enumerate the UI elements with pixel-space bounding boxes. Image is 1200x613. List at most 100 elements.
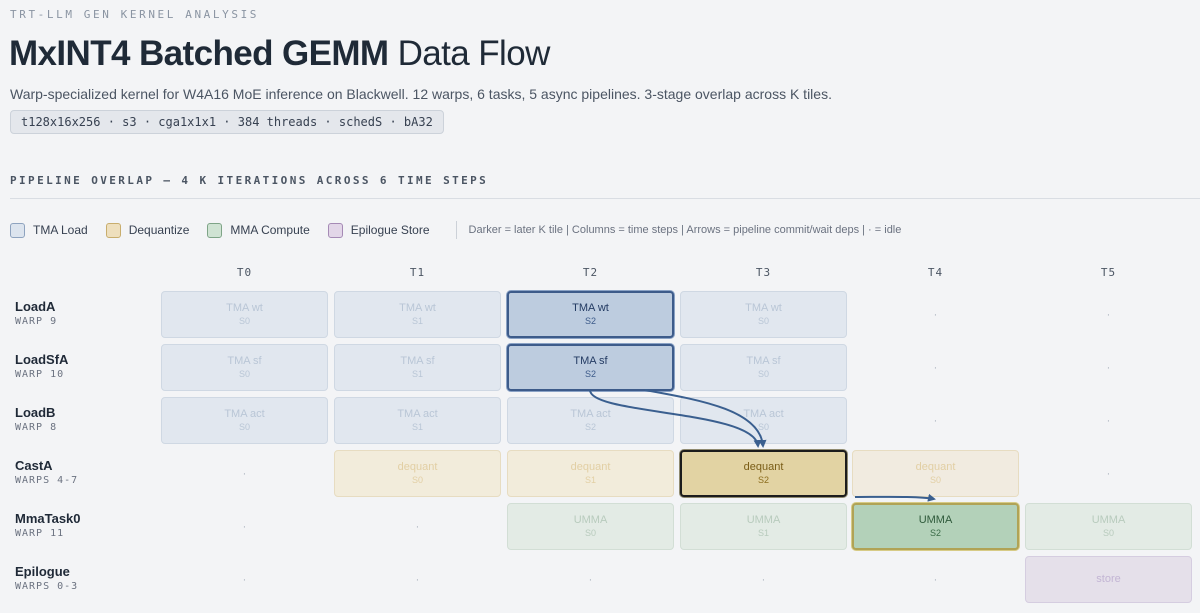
cell-stage-label: S0: [238, 369, 250, 379]
cell-op-label: dequant: [915, 461, 956, 473]
pipeline-cell-loadsfa-t3: TMA sf S0: [680, 344, 847, 391]
idle-marker: ·: [415, 520, 420, 533]
cell-op-label: TMA act: [224, 408, 265, 420]
pipeline-cell-mmatask0-t4: UMMA S2: [852, 503, 1019, 550]
legend-note: Darker = later K tile | Columns = time s…: [468, 224, 902, 236]
pipeline-cell-loada-t1: TMA wt S1: [334, 291, 501, 338]
legend: TMA Load Dequantize MMA Compute Epilogue…: [10, 221, 901, 239]
column-header-t4: T4: [927, 266, 944, 279]
cell-op-label: TMA wt: [226, 302, 263, 314]
row-label-loadsfa: LoadSfA WARP 10: [15, 352, 68, 382]
legend-swatch-mma-compute: [207, 222, 223, 238]
column-header-t5: T5: [1100, 266, 1117, 279]
idle-marker: ·: [1106, 467, 1111, 480]
row-name: LoadSfA: [15, 352, 69, 367]
idle-marker: ·: [933, 414, 938, 427]
row-name: LoadA: [15, 299, 56, 314]
cell-op-label: UMMA: [573, 514, 608, 526]
cell-stage-label: S1: [584, 475, 596, 485]
row-warp: WARP 11: [15, 528, 65, 539]
legend-swatch-dequantize: [105, 222, 121, 238]
section-divider: [10, 198, 1200, 199]
cell-stage-label: S0: [584, 528, 596, 538]
pipeline-cell-mmatask0-t5: UMMA S0: [1025, 503, 1192, 550]
cell-op-label: TMA sf: [573, 355, 608, 367]
cell-stage-label: S0: [929, 475, 941, 485]
eyebrow-label: TRT-LLM GEN KERNEL ANALYSIS: [10, 8, 260, 21]
arrow-casta-to-mma: [854, 493, 936, 502]
legend-item-epilogue-store: Epilogue Store: [327, 222, 430, 238]
cell-op-label: TMA sf: [227, 355, 262, 367]
cell-op-label: TMA act: [743, 408, 784, 420]
cell-op-label: TMA wt: [572, 302, 609, 314]
idle-marker: ·: [1106, 308, 1111, 321]
row-warp: WARP 9: [15, 316, 58, 327]
cell-op-label: store: [1096, 573, 1121, 585]
row-name: CastA: [15, 458, 53, 473]
idle-marker: ·: [933, 573, 938, 586]
title-bold: MxINT4 Batched GEMM: [9, 34, 389, 73]
cell-op-label: TMA sf: [746, 355, 781, 367]
cell-op-label: dequant: [743, 461, 784, 473]
cell-stage-label: S2: [929, 528, 941, 538]
cell-stage-label: S1: [411, 316, 423, 326]
page-subtitle: Warp-specialized kernel for W4A16 MoE in…: [10, 86, 832, 102]
cell-stage-label: S1: [757, 528, 769, 538]
row-warp: WARP 8: [15, 422, 58, 433]
cell-stage-label: S0: [1102, 528, 1114, 538]
pipeline-cell-epilogue-t5: store: [1025, 556, 1192, 603]
legend-label: Dequantize: [128, 223, 190, 237]
idle-marker: ·: [933, 308, 938, 321]
cell-stage-label: S1: [411, 422, 423, 432]
pipeline-cell-mmatask0-t3: UMMA S1: [680, 503, 847, 550]
row-name: MmaTask0: [15, 511, 81, 526]
cell-op-label: TMA act: [397, 408, 438, 420]
row-warp: WARPS 0-3: [15, 581, 79, 592]
cell-op-label: UMMA: [746, 514, 781, 526]
pipeline-cell-loada-t2: TMA wt S2: [507, 291, 674, 338]
legend-label: MMA Compute: [230, 223, 310, 237]
cell-stage-label: S2: [584, 316, 596, 326]
idle-marker: ·: [242, 520, 247, 533]
section-heading: PIPELINE OVERLAP — 4 K ITERATIONS ACROSS…: [10, 174, 489, 187]
page-title: MxINT4 Batched GEMM Data Flow: [9, 34, 550, 74]
idle-marker: ·: [242, 467, 247, 480]
cell-stage-label: S0: [757, 369, 769, 379]
idle-marker: ·: [1106, 361, 1111, 374]
cell-op-label: UMMA: [1091, 514, 1126, 526]
idle-marker: ·: [1106, 414, 1111, 427]
config-badge: t128x16x256 · s3 · cga1x1x1 · 384 thread…: [10, 110, 444, 134]
row-warp: WARP 10: [15, 369, 65, 380]
column-header-t2: T2: [582, 266, 599, 279]
legend-label: TMA Load: [33, 223, 88, 237]
legend-swatch-tma-load: [10, 222, 25, 238]
idle-marker: ·: [242, 573, 247, 586]
cell-stage-label: S2: [584, 369, 596, 379]
cell-op-label: TMA wt: [745, 302, 782, 314]
legend-swatch-epilogue-store: [327, 222, 343, 238]
cell-op-label: TMA act: [570, 408, 611, 420]
legend-item-tma-load: TMA Load: [10, 222, 88, 238]
cell-op-label: UMMA: [918, 514, 953, 526]
cell-op-label: TMA wt: [399, 302, 436, 314]
cell-stage-label: S0: [238, 422, 250, 432]
column-header-t3: T3: [755, 266, 772, 279]
idle-marker: ·: [415, 573, 420, 586]
cell-op-label: dequant: [397, 461, 438, 473]
legend-item-dequantize: Dequantize: [105, 222, 190, 238]
title-light: Data Flow: [397, 34, 551, 73]
cell-stage-label: S1: [411, 369, 423, 379]
row-name: Epilogue: [15, 564, 70, 579]
